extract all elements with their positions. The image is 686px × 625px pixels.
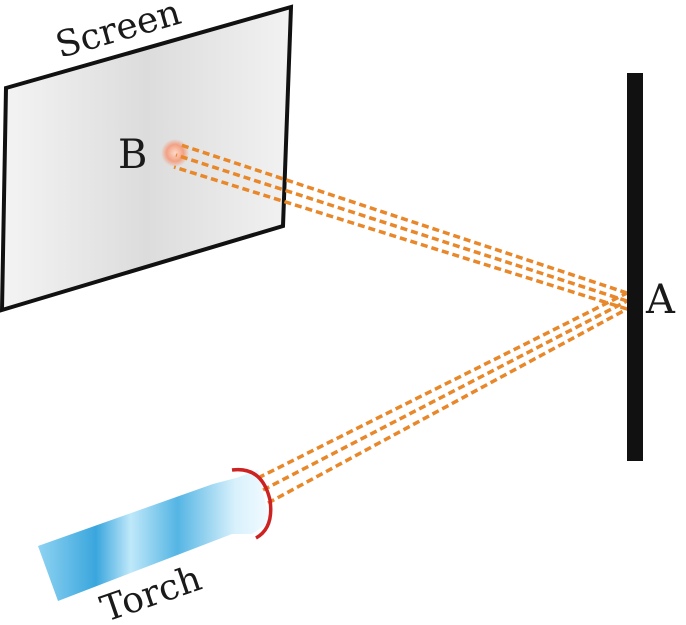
reflected-rays <box>173 142 628 311</box>
torch <box>38 467 273 601</box>
torch-body <box>38 470 270 601</box>
incident-ray <box>257 291 628 480</box>
reflected-ray <box>177 142 628 295</box>
light-spot-b <box>161 139 189 167</box>
plane-mirror <box>627 73 643 461</box>
reflected-ray <box>175 153 628 303</box>
screen-panel <box>0 4 294 313</box>
incident-ray <box>267 307 628 505</box>
torch-lens-rim <box>231 467 273 540</box>
point-b-label: B <box>118 132 147 178</box>
incident-rays <box>257 291 628 505</box>
reflected-ray <box>173 165 628 311</box>
point-a-label: A <box>645 277 676 323</box>
incident-ray <box>262 299 628 492</box>
